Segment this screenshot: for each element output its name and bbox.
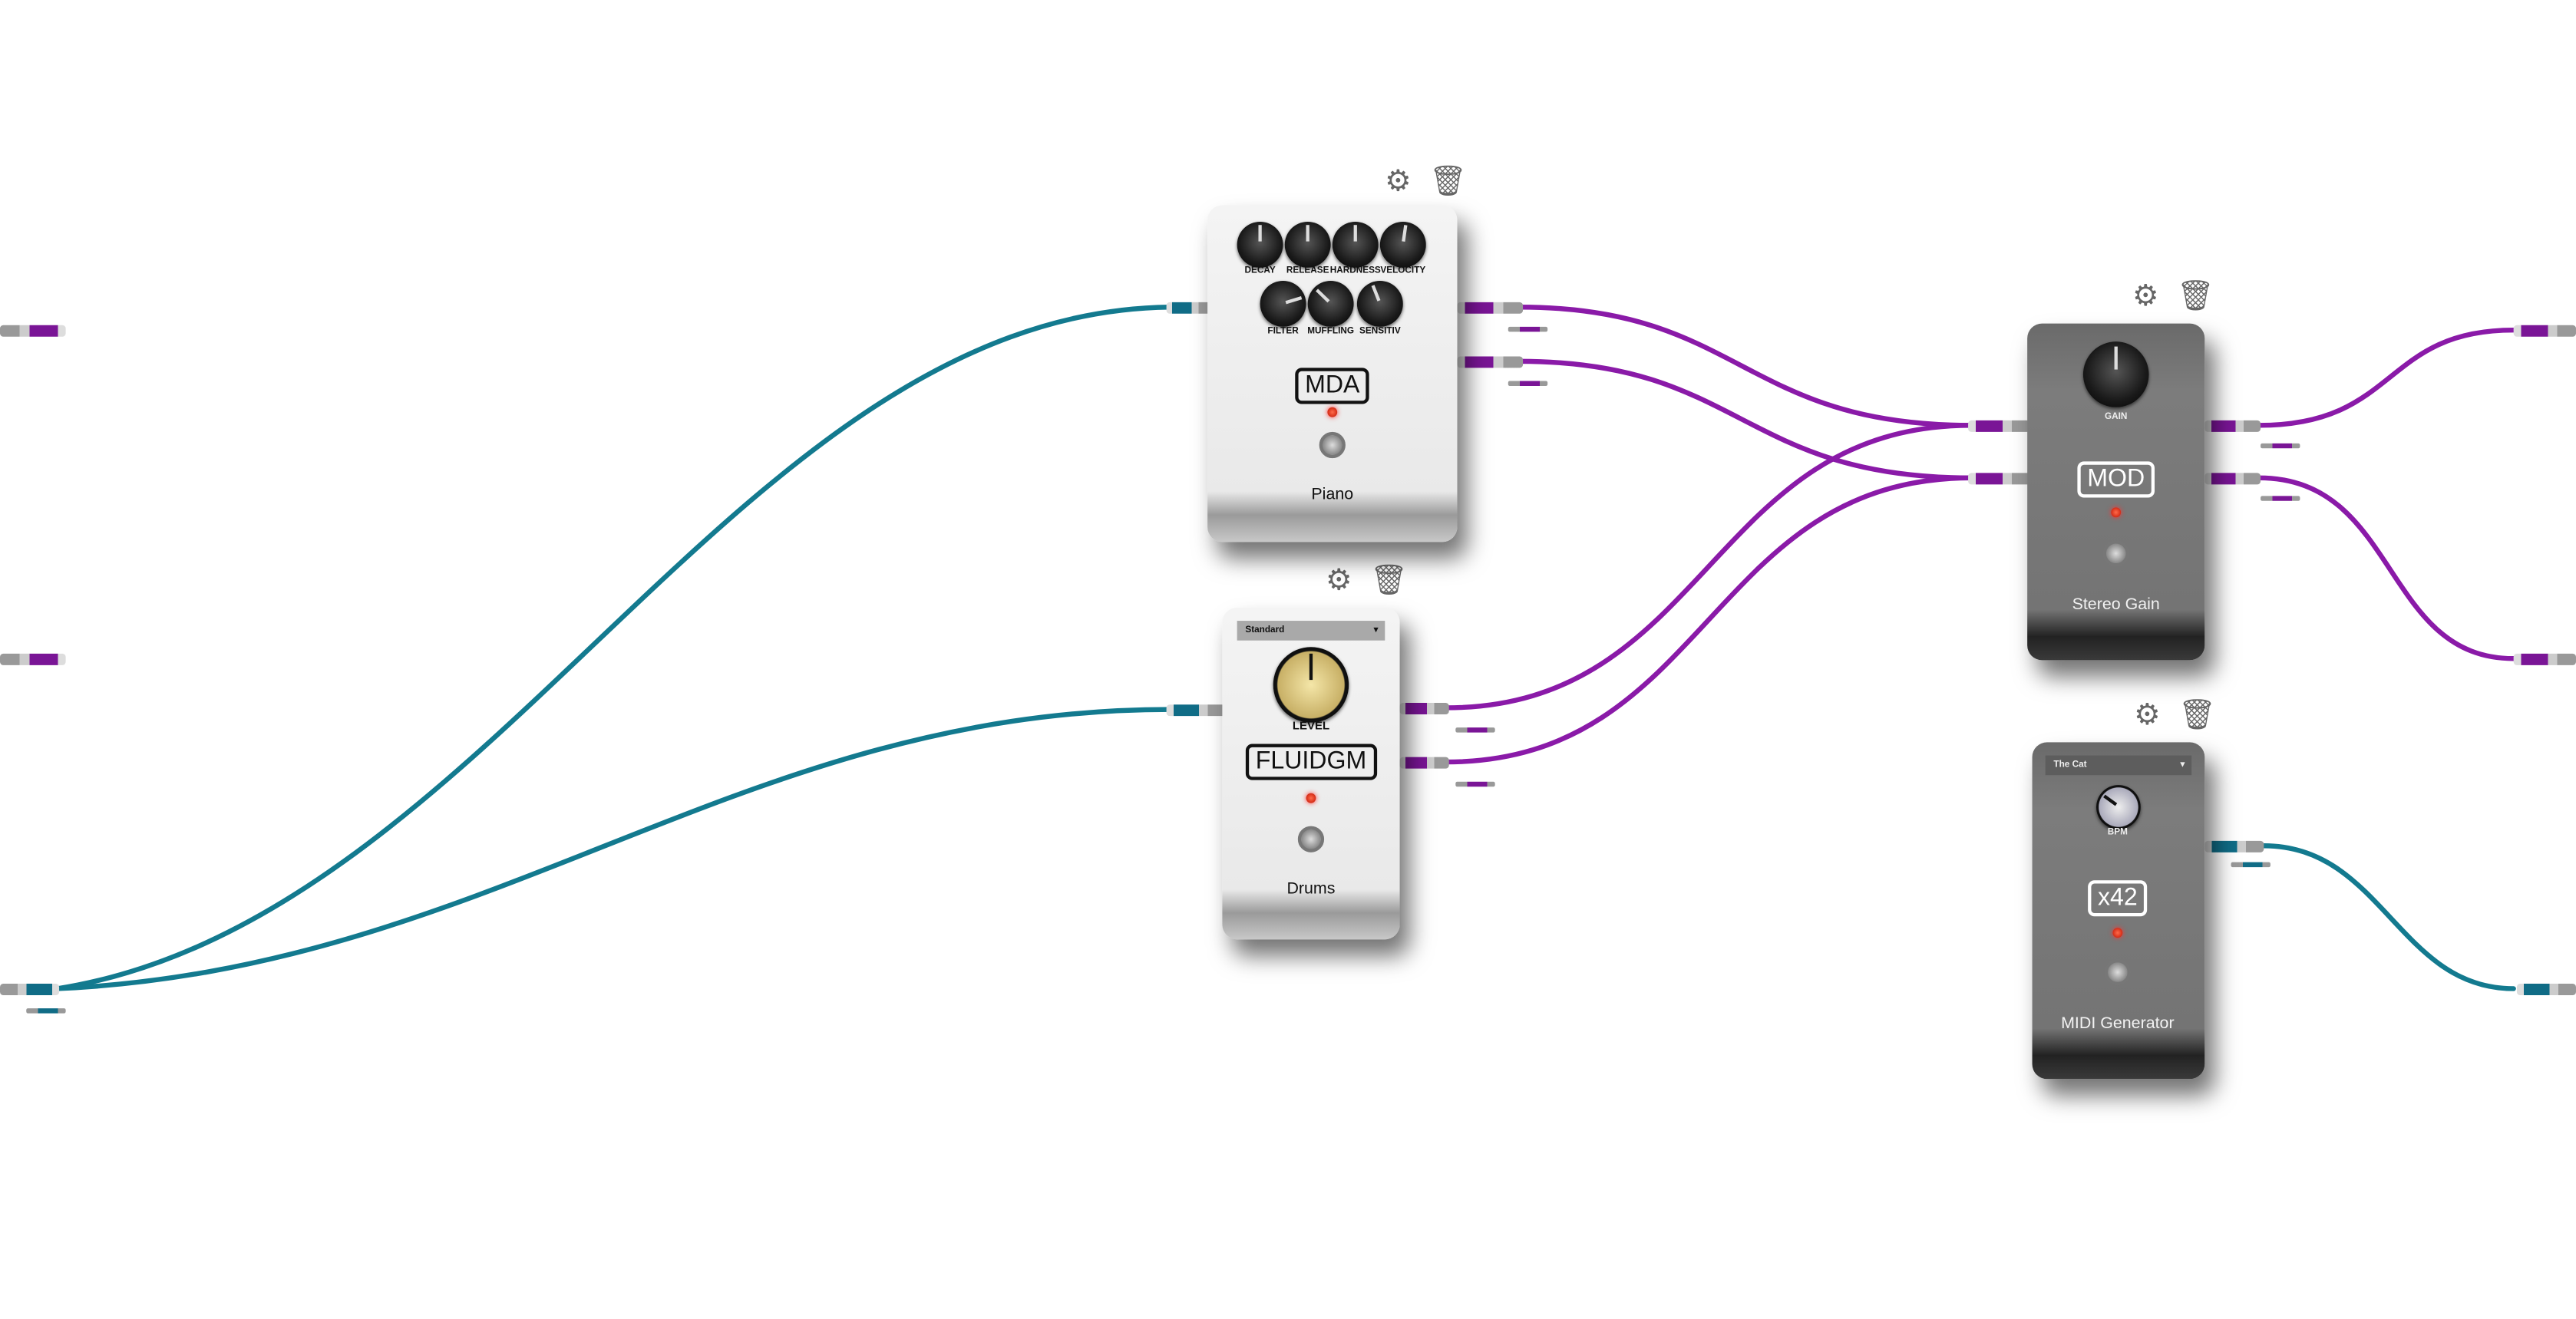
knob-label: HARDNESS xyxy=(1329,265,1381,276)
gear-icon[interactable]: ⚙ xyxy=(2132,279,2159,312)
pedal-name: Stereo Gain xyxy=(2072,595,2160,615)
brand-logo: MDA xyxy=(1295,368,1370,404)
knob-label: DECAY xyxy=(1244,265,1276,276)
audio-cable-mda-r xyxy=(1517,358,1974,481)
bypass-footswitch[interactable] xyxy=(1319,431,1346,459)
preset-dropdown[interactable]: The Cat ▼ xyxy=(2045,755,2192,776)
midigen-out-jack[interactable] xyxy=(2204,840,2264,852)
knob-label: VELOCITY xyxy=(1380,265,1426,276)
fluidgm-out-r-plug[interactable] xyxy=(1455,781,1495,787)
pedal-name: MIDI Generator xyxy=(2061,1014,2175,1034)
audio-cable-fluid-r xyxy=(1443,475,1974,765)
decay-knob[interactable] xyxy=(1237,221,1283,268)
brand-logo: FLUIDGM xyxy=(1245,744,1377,780)
stereo-gain-pedal[interactable]: GAIN MOD Stereo Gain xyxy=(2027,323,2205,661)
mda-out-l-jack[interactable] xyxy=(1457,302,1524,314)
status-led xyxy=(1306,793,1316,803)
midi-generator-pedal[interactable]: The Cat ▼ BPM x42 MIDI Generator xyxy=(2032,742,2205,1080)
knob-label: LEVEL xyxy=(1292,721,1330,733)
release-knob[interactable] xyxy=(1284,221,1331,268)
system-playback-1-jack[interactable] xyxy=(2513,325,2576,337)
brand-logo: MOD xyxy=(2077,461,2155,498)
midigen-out-plug[interactable] xyxy=(2231,862,2271,868)
audio-cable-mda-l xyxy=(1517,305,1974,428)
midi-in-plug[interactable] xyxy=(26,1008,66,1014)
fluidgm-midi-in-jack[interactable] xyxy=(1166,704,1226,717)
pedal-name: Drums xyxy=(1286,880,1336,899)
midi-cable-to-mda xyxy=(54,305,1173,991)
gain-in-l-jack[interactable] xyxy=(1968,420,2031,432)
bypass-footswitch[interactable] xyxy=(1297,826,1325,852)
gain-out-l-plug[interactable] xyxy=(2261,443,2300,449)
level-knob[interactable] xyxy=(1273,647,1349,723)
gain-out-r-jack[interactable] xyxy=(2204,473,2261,485)
hardness-knob[interactable] xyxy=(1332,221,1379,268)
system-capture-1-jack[interactable] xyxy=(0,325,66,337)
pedal-name: Piano xyxy=(1311,486,1354,505)
fluidgm-out-r-jack[interactable] xyxy=(1399,757,1449,769)
bypass-footswitch[interactable] xyxy=(2104,958,2131,986)
knob-label: BPM xyxy=(2107,827,2128,838)
status-led xyxy=(2111,507,2122,518)
trash-icon[interactable]: 🗑 xyxy=(1370,563,1408,596)
mda-out-l-plug[interactable] xyxy=(1508,326,1548,332)
preset-dropdown[interactable]: Standard ▼ xyxy=(1237,621,1385,641)
system-midi-in-jack[interactable] xyxy=(0,984,60,996)
gain-out-r-plug[interactable] xyxy=(2261,496,2300,501)
preset-value: The Cat xyxy=(2053,760,2087,770)
trash-icon[interactable]: 🗑 xyxy=(2178,697,2216,731)
midi-cable-to-fluidgm xyxy=(54,707,1173,991)
chevron-down-icon: ▼ xyxy=(2178,760,2187,770)
trash-icon[interactable]: 🗑 xyxy=(2176,279,2214,312)
audio-cable-out-r xyxy=(2256,475,2516,661)
mda-out-r-plug[interactable] xyxy=(1508,381,1548,386)
gain-out-l-jack[interactable] xyxy=(2204,420,2261,432)
trash-icon[interactable]: 🗑 xyxy=(1429,164,1467,197)
audio-cable-fluid-l xyxy=(1443,423,1974,711)
mda-out-r-jack[interactable] xyxy=(1457,356,1524,368)
knob-label: MUFFLING xyxy=(1307,326,1355,337)
preset-value: Standard xyxy=(1245,625,1285,636)
system-midi-out-jack[interactable] xyxy=(2516,984,2576,996)
system-capture-2-jack[interactable] xyxy=(0,653,66,665)
knob-label: GAIN xyxy=(2104,412,2128,423)
bypass-footswitch[interactable] xyxy=(2102,540,2129,567)
gear-icon[interactable]: ⚙ xyxy=(1326,563,1352,596)
system-playback-2-jack[interactable] xyxy=(2513,653,2576,665)
muffling-knob[interactable] xyxy=(1307,280,1354,327)
filter-knob[interactable] xyxy=(1260,280,1306,327)
gain-in-r-jack[interactable] xyxy=(1968,473,2031,485)
fluidgm-out-l-jack[interactable] xyxy=(1399,703,1449,715)
mda-piano-pedal[interactable]: DECAY RELEASE HARDNESS VELOCITY FILTER M… xyxy=(1207,205,1458,542)
chevron-down-icon: ▼ xyxy=(1372,625,1380,636)
mda-midi-in-jack[interactable] xyxy=(1166,302,1213,314)
brand-logo: x42 xyxy=(2088,880,2148,917)
fluidgm-drums-pedal[interactable]: Standard ▼ LEVEL FLUIDGM Drums xyxy=(1222,607,1400,940)
sensitivity-knob[interactable] xyxy=(1356,280,1403,327)
bpm-knob[interactable] xyxy=(2096,785,2141,829)
status-led xyxy=(1327,407,1338,417)
gear-icon[interactable]: ⚙ xyxy=(2134,697,2161,731)
velocity-knob[interactable] xyxy=(1379,221,1426,268)
gain-knob[interactable] xyxy=(2082,341,2149,407)
knob-label: RELEASE xyxy=(1286,265,1329,276)
fluidgm-out-l-plug[interactable] xyxy=(1455,727,1495,733)
status-led xyxy=(2112,928,2123,938)
gear-icon[interactable]: ⚙ xyxy=(1385,164,1412,197)
audio-cable-out-l xyxy=(2256,327,2516,428)
midi-cable-out xyxy=(2261,843,2516,991)
knob-label: FILTER xyxy=(1267,326,1299,337)
knob-label: SENSITIV xyxy=(1359,326,1401,337)
